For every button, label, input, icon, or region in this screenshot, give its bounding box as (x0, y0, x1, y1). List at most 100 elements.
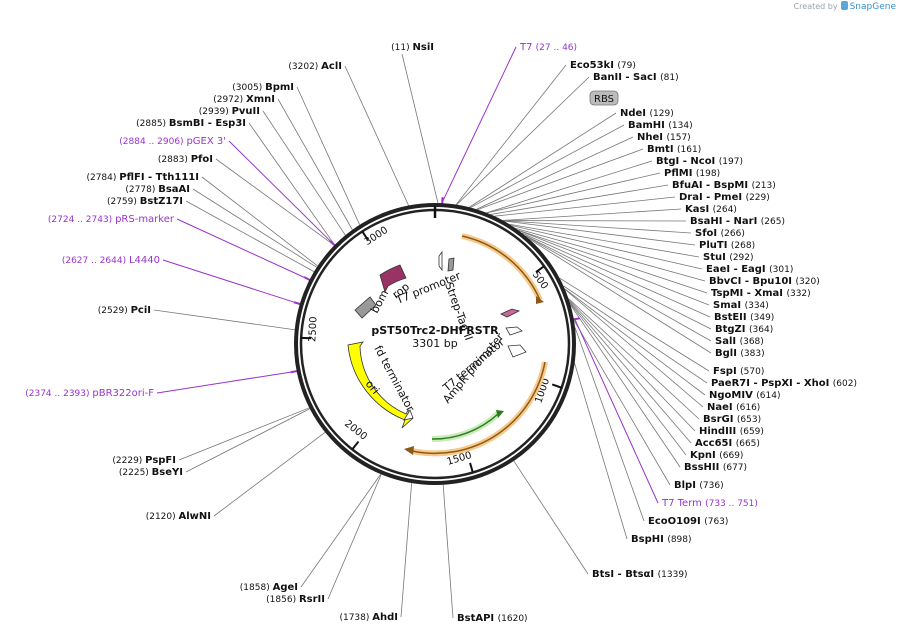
enzyme-label: (1856) RsrII (266, 594, 325, 605)
enzyme-leader-line (494, 196, 676, 217)
enzyme-name: Eco53kI (570, 60, 617, 71)
enzyme-position: (653) (737, 415, 761, 425)
enzyme-label: (2784) PflFI - Tth111I (86, 172, 199, 183)
enzyme-name: PluTI (699, 240, 731, 251)
enzyme-label: NaeI (616) (707, 402, 760, 413)
white-feature-2 (507, 344, 527, 358)
enzyme-label: BfuAI - BspMI (213) (672, 180, 776, 191)
bom-feature (354, 296, 377, 319)
enzyme-name: FspI (713, 366, 740, 377)
enzyme-position: (320) (796, 277, 820, 287)
enzyme-label: BsaHI - NarI (265) (690, 216, 785, 227)
enzyme-name: BseYI (152, 467, 183, 478)
enzyme-name: EaeI - EagI (706, 264, 769, 275)
enzyme-name: BpmI (265, 82, 294, 93)
enzyme-label: SmaI (334) (713, 300, 769, 311)
enzyme-label: PluTI (268) (699, 240, 755, 251)
enzyme-leader-line (574, 327, 645, 522)
enzyme-label: (2225) BseYI (119, 467, 183, 478)
enzyme-name: BsrGI (703, 414, 737, 425)
enzyme-leader-line (509, 223, 700, 258)
enzyme-name: PvuII (232, 106, 260, 117)
enzyme-leader-line (442, 484, 454, 619)
enzyme-position: (570) (740, 367, 764, 377)
enzyme-leader-line (300, 473, 382, 588)
snapgene-logo-icon (840, 1, 848, 10)
enzyme-label: (1858) AgeI (240, 582, 298, 593)
enzyme-name: SfoI (695, 228, 721, 239)
enzyme-label: BmtI (161) (647, 144, 701, 155)
enzyme-name: PflMI (664, 168, 696, 179)
enzyme-name: BsmBI - Esp3I (169, 118, 246, 129)
enzyme-position: (2778) (125, 185, 158, 195)
enzyme-name: AlwNI (179, 511, 212, 522)
primer-label: (2374 .. 2393) pBR322ori-F (25, 388, 154, 399)
enzyme-leader-line (486, 160, 653, 214)
primer-leader-line (176, 218, 309, 280)
enzyme-name: XmnI (246, 94, 275, 105)
enzyme-label: (3202) AclI (288, 61, 342, 72)
primer-label: (2884 .. 2906) pGEX 3' (119, 136, 226, 147)
enzyme-leader-line (277, 98, 353, 230)
enzyme-label: EcoO109I (763) (648, 516, 728, 527)
enzyme-leader-line (185, 408, 310, 473)
enzyme-name: AgeI (273, 582, 298, 593)
enzyme-leader-line (296, 86, 361, 225)
enzyme-label: SfoI (266) (695, 228, 745, 239)
enzyme-leader-line (564, 289, 704, 408)
primer-site-mark (572, 317, 580, 321)
enzyme-position: (11) (391, 43, 412, 53)
enzyme-position: (2883) (158, 155, 191, 165)
enzyme-label: BtgZI (364) (715, 324, 773, 335)
enzyme-leader-line (569, 301, 692, 444)
enzyme-position: (268) (731, 241, 755, 251)
enzyme-position: (602) (833, 379, 857, 389)
ampr-arc (431, 413, 499, 440)
primer-leader-line (156, 370, 296, 394)
enzyme-position: (669) (719, 451, 743, 461)
enzyme-label: (11) NsiI (391, 42, 434, 53)
enzyme-leader-line (477, 148, 644, 210)
enzyme-position: (2529) (98, 306, 131, 316)
enzyme-name: HindIII (699, 426, 740, 437)
enzyme-leader-line (574, 363, 628, 540)
enzyme-name: NaeI (707, 402, 736, 413)
enzyme-label: BglI (383) (715, 348, 765, 359)
enzyme-label: (2529) PciI (98, 305, 151, 316)
enzyme-leader-line (503, 220, 696, 246)
enzyme-name: BsaHI - NarI (690, 216, 761, 227)
primer-range: (2627 .. 2644) (62, 256, 129, 266)
enzyme-position: (383) (740, 349, 764, 359)
primer-label: (2627 .. 2644) L4440 (62, 255, 160, 266)
rbs-label: RBS (594, 94, 614, 105)
enzyme-label: (2229) PspFI (112, 455, 176, 466)
enzyme-position: (2120) (146, 512, 179, 522)
enzyme-name: SmaI (713, 300, 745, 311)
enzyme-name: KasI (685, 204, 713, 215)
enzyme-name: NsiI (413, 42, 434, 53)
rop-feature-arrow (379, 264, 407, 294)
enzyme-position: (364) (749, 325, 773, 335)
primer-leaders (156, 46, 659, 504)
enzyme-position: (665) (736, 439, 760, 449)
enzyme-label: (2939) PvuII (199, 106, 260, 117)
fd-terminator-feature (403, 409, 414, 421)
primer-label: T7 Term (733 .. 751) (661, 498, 758, 509)
enzyme-name: BanII - SacI (593, 72, 660, 83)
enzyme-label: BtgI - NcoI (197) (656, 156, 743, 167)
bp-tick-label: 2000 (342, 418, 369, 442)
enzyme-label: (2883) PfoI (158, 154, 213, 165)
primer-range: (2374 .. 2393) (25, 389, 92, 399)
enzyme-position: (266) (721, 229, 745, 239)
enzyme-position: (2229) (112, 456, 145, 466)
enzyme-label: BstEII (349) (714, 312, 774, 323)
primer-site-mark (293, 301, 302, 306)
enzyme-position: (229) (746, 193, 770, 203)
enzyme-name: PaeR7I - PspXI - XhoI (711, 378, 833, 389)
enzyme-label: BlpI (736) (674, 480, 724, 491)
bp-tick-label: 2500 (307, 316, 319, 342)
enzyme-position: (614) (756, 391, 780, 401)
strep-tag-feature (447, 257, 455, 272)
enzyme-name: Acc65I (695, 438, 736, 449)
enzyme-position: (129) (650, 109, 674, 119)
